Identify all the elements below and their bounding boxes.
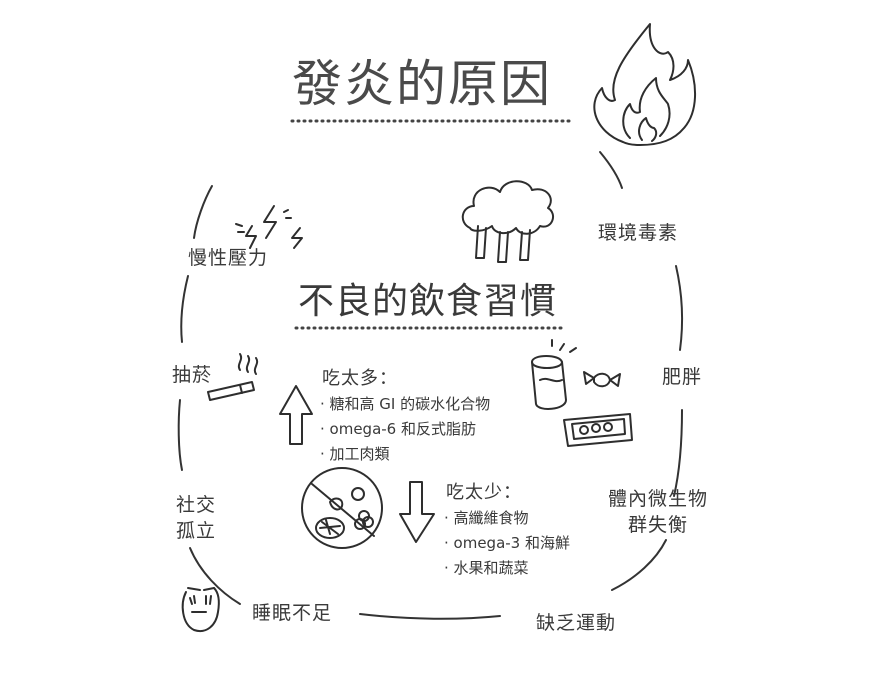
diagram-subtitle: 不良的飲食習慣 <box>298 281 558 322</box>
factor-social-isolation-line1: 社交 <box>176 494 217 516</box>
factor-smoking: 抽菸 <box>172 364 213 386</box>
face-icon <box>181 587 220 632</box>
factor-microbiome: 體內微生物 群失衡 <box>608 486 708 538</box>
page-title: 發炎的原因 <box>292 55 552 113</box>
too-little-item: · omega-3 和海鮮 <box>444 534 570 552</box>
factor-obesity: 肥胖 <box>662 366 703 388</box>
factor-chronic-stress: 慢性壓力 <box>188 247 269 269</box>
too-little-list: · 高纖維食物 · omega-3 和海鮮 · 水果和蔬菜 <box>444 506 570 581</box>
too-much-item: · 糖和高 GI 的碳水化合物 <box>320 395 491 413</box>
too-much-item: · omega-6 和反式脂肪 <box>320 420 476 438</box>
cycle-loop <box>177 151 684 620</box>
cigarette-icon <box>207 353 259 401</box>
factor-social-isolation: 社交 孤立 <box>176 492 216 544</box>
factor-social-isolation-line2: 孤立 <box>176 520 217 542</box>
down-arrow-icon <box>399 481 435 543</box>
too-little-heading: 吃太少： <box>446 482 522 503</box>
too-little-item: · 高纖維食物 <box>444 509 529 527</box>
factory-icon <box>461 180 555 263</box>
factor-sleep: 睡眠不足 <box>252 602 333 624</box>
up-arrow-icon <box>279 385 313 445</box>
too-much-heading: 吃太多： <box>322 368 398 389</box>
junk-food-icon <box>531 339 633 447</box>
fire-icon <box>593 23 697 146</box>
too-little-item: · 水果和蔬菜 <box>444 559 529 577</box>
factor-exercise: 缺乏運動 <box>536 612 617 634</box>
too-much-item: · 加工肉類 <box>320 445 390 463</box>
factor-microbiome-line2: 群失衡 <box>628 514 689 536</box>
factor-microbiome-line1: 體內微生物 <box>608 488 709 510</box>
factor-toxins: 環境毒素 <box>598 222 679 244</box>
too-much-list: · 糖和高 GI 的碳水化合物 · omega-6 和反式脂肪 · 加工肉類 <box>320 392 490 467</box>
lightning-icon <box>235 205 303 249</box>
no-healthy-food-icon <box>301 467 383 549</box>
